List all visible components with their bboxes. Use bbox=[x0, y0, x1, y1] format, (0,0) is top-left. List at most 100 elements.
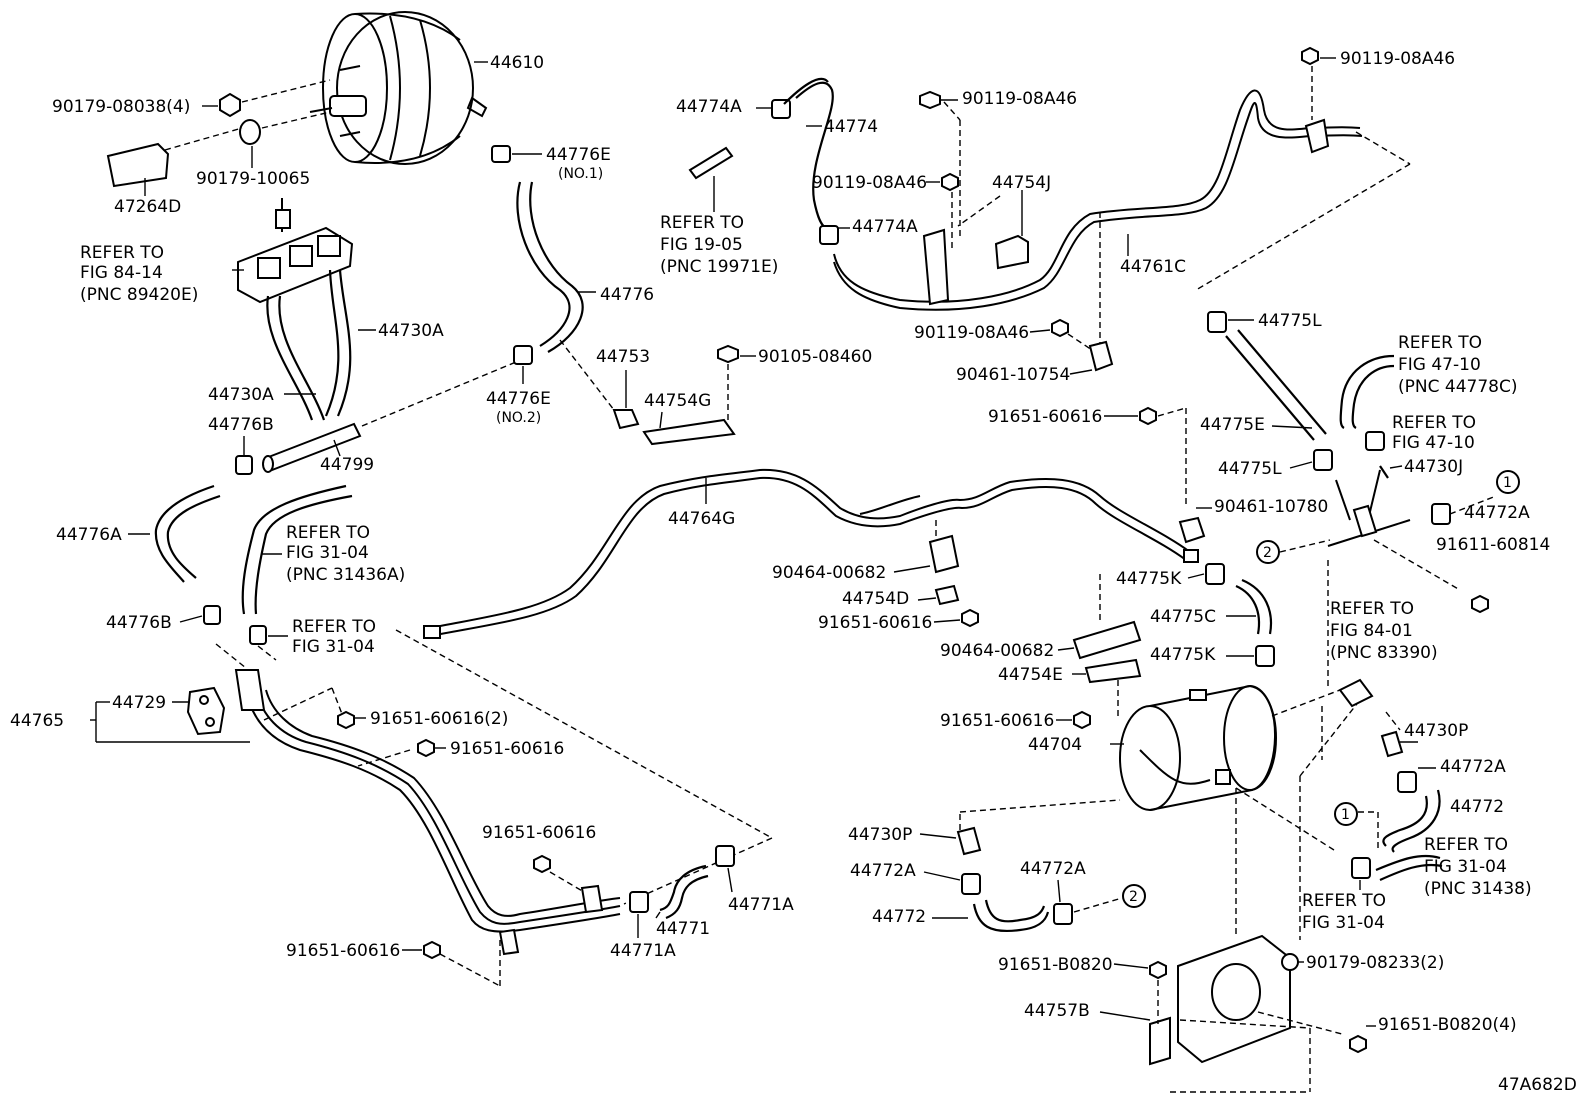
ref-31-04-a-line3: (PNC 31436A) bbox=[286, 565, 405, 585]
canister-44704 bbox=[1110, 684, 1277, 811]
label-44765: 44765 bbox=[10, 711, 64, 731]
label-90119-08A46-2: 90119-08A46 bbox=[812, 173, 927, 193]
label-44776A: 44776A bbox=[56, 525, 122, 545]
bracket-under-pipe bbox=[922, 228, 950, 306]
ref-31-04-c-line3: (PNC 31438) bbox=[1424, 879, 1532, 899]
ref-47-10-b-line2: FIG 47-10 bbox=[1392, 433, 1475, 453]
ref-47-10-a-line3: (PNC 44778C) bbox=[1398, 377, 1517, 397]
label-44775L-2: 44775L bbox=[1218, 459, 1282, 479]
label-44774A-1: 44774A bbox=[676, 97, 742, 117]
label-90119-08A46-4: 90119-08A46 bbox=[1340, 49, 1455, 69]
bolt-90105-08460 bbox=[717, 344, 739, 424]
clip-90461-10780 bbox=[1178, 516, 1206, 544]
bolt-91651-B0820-4 bbox=[1349, 1034, 1367, 1054]
clip-44774A-2 bbox=[819, 225, 839, 245]
label-44772A-2: 44772A bbox=[1440, 757, 1506, 777]
label-44754E: 44754E bbox=[998, 665, 1063, 685]
ref-84-14-line2: FIG 84-14 bbox=[80, 263, 163, 283]
hose-ref-31438 bbox=[1375, 854, 1441, 872]
bolt-91651-60616-c bbox=[1073, 710, 1091, 730]
label-44775L-1: 44775L bbox=[1258, 311, 1322, 331]
label-44774: 44774 bbox=[824, 117, 878, 137]
bracket-44757B bbox=[1149, 934, 1343, 1093]
bracket-upper-right bbox=[1304, 118, 1330, 154]
hose-44771 bbox=[659, 864, 707, 912]
hose-44775C bbox=[1235, 584, 1261, 635]
gasket-44729 bbox=[186, 686, 226, 736]
hose-ref-31436A bbox=[241, 484, 347, 615]
ref-31-04-c-line2: FIG 31-04 bbox=[1424, 857, 1507, 877]
label-91651-B0820: 91651-B0820 bbox=[998, 955, 1113, 975]
label-44754D: 44754D bbox=[842, 589, 909, 609]
label-90464-00682-2: 90464-00682 bbox=[940, 641, 1054, 661]
hose-44776A bbox=[154, 484, 215, 583]
ref-19-05-line3: (PNC 19971E) bbox=[660, 257, 778, 277]
hose-44772-1 bbox=[1382, 795, 1428, 847]
bolt-91651-60616-2 bbox=[337, 710, 355, 730]
label-44772-2: 44772 bbox=[872, 907, 926, 927]
label-91651-B0820-4: 91651-B0820(4) bbox=[1378, 1015, 1517, 1035]
bolt-90119-08A46-2 bbox=[941, 172, 959, 192]
nut-90179-08233 bbox=[1281, 953, 1299, 971]
union-44799 bbox=[262, 361, 517, 473]
ref-84-14-line1: REFER TO bbox=[80, 243, 164, 263]
marker-circle-1-b bbox=[1334, 802, 1358, 826]
clip-44771A-1 bbox=[715, 845, 735, 867]
label-91651-60616-2: 91651-60616(2) bbox=[370, 709, 508, 729]
fitting-ref-84-01 bbox=[1338, 678, 1374, 708]
label-44774A-2: 44774A bbox=[852, 217, 918, 237]
pipe-44764G bbox=[423, 468, 1199, 639]
marker-circle-2-a bbox=[1256, 540, 1280, 564]
hose-ref-44778C bbox=[1339, 354, 1395, 429]
label-44730P-1: 44730P bbox=[1404, 721, 1468, 741]
label-44776B-2: 44776B bbox=[106, 613, 172, 633]
ref-47-10-a-line1: REFER TO bbox=[1398, 333, 1482, 353]
clip-90461-10754 bbox=[1067, 333, 1114, 372]
clip-44775L-2 bbox=[1313, 449, 1333, 471]
spacer-90179-10065 bbox=[239, 111, 331, 168]
label-44772A-3: 44772A bbox=[850, 861, 916, 881]
label-44776E-2: 44776E bbox=[486, 389, 551, 409]
label-44761C: 44761C bbox=[1120, 257, 1186, 277]
marker-2-a-text: 2 bbox=[1263, 545, 1272, 561]
label-91651-60616-b: 91651-60616 bbox=[818, 613, 932, 633]
clip-44775K-1 bbox=[1205, 563, 1225, 585]
clip-44772A-4 bbox=[1053, 903, 1073, 925]
label-44772A-1: 44772A bbox=[1464, 503, 1530, 523]
bracket-47264D bbox=[106, 127, 243, 196]
marker-circle-2-b bbox=[1122, 884, 1146, 908]
tee-fitting bbox=[1327, 469, 1461, 591]
label-90179-08233: 90179-08233(2) bbox=[1306, 953, 1444, 973]
bracket-44754J bbox=[994, 190, 1029, 270]
ref-31-04-b-line1: REFER TO bbox=[292, 617, 376, 637]
label-90461-10780: 90461-10780 bbox=[1214, 497, 1328, 517]
marker-circle-1-a bbox=[1496, 470, 1520, 494]
label-44730P-2: 44730P bbox=[848, 825, 912, 845]
nut-90179-08038 bbox=[219, 79, 331, 118]
ref-31-04-d-line2: FIG 31-04 bbox=[1302, 913, 1385, 933]
ref-47-10-a-line2: FIG 47-10 bbox=[1398, 355, 1481, 375]
marker-2-b-text: 2 bbox=[1129, 889, 1138, 905]
bolt-91651-60616-e bbox=[533, 854, 585, 893]
label-44753: 44753 bbox=[596, 347, 650, 367]
label-44775E: 44775E bbox=[1200, 415, 1265, 435]
clip-44776E-1 bbox=[491, 145, 542, 163]
label-44775C: 44775C bbox=[1150, 607, 1216, 627]
bolt-90119-08A46-3 bbox=[1051, 318, 1069, 338]
label-91651-60616-c: 91651-60616 bbox=[940, 711, 1054, 731]
ref-31-04-c-line1: REFER TO bbox=[1424, 835, 1508, 855]
label-44772-1: 44772 bbox=[1450, 797, 1504, 817]
label-44730A-2: 44730A bbox=[208, 385, 274, 405]
hose-44776 bbox=[516, 181, 571, 347]
label-91651-60616-a: 91651-60616 bbox=[988, 407, 1102, 427]
pipe-44765 bbox=[90, 669, 621, 933]
marker-1-b-text: 1 bbox=[1341, 807, 1350, 823]
bolt-91651-60616-a bbox=[1139, 406, 1187, 508]
pipe-44761C bbox=[833, 89, 1363, 311]
clip-44776E-2 bbox=[513, 345, 533, 384]
pipe-ref-19-05 bbox=[688, 146, 734, 180]
label-44730A-1: 44730A bbox=[378, 321, 444, 341]
label-44754J: 44754J bbox=[992, 173, 1051, 193]
clip-44774A-1 bbox=[771, 99, 791, 119]
ref-84-01-line1: REFER TO bbox=[1330, 599, 1414, 619]
